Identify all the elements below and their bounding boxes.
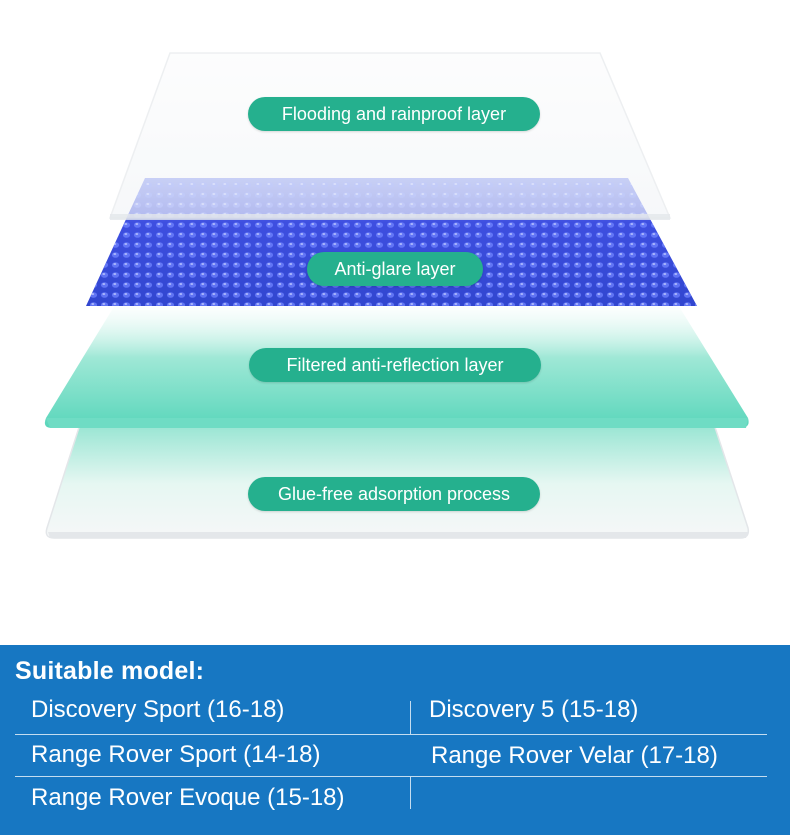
- model-item: Discovery 5 (15-18): [429, 696, 639, 723]
- model-column-divider: [410, 701, 411, 734]
- model-item: Range Rover Evoque (15-18): [31, 784, 345, 811]
- model-column-divider: [410, 777, 411, 809]
- model-item: Discovery Sport (16-18): [31, 696, 285, 723]
- model-item: Range Rover Velar (17-18): [431, 742, 718, 769]
- rainproof-layer-label: Flooding and rainproof layer: [248, 97, 540, 131]
- rainproof-layer-shape: [108, 52, 672, 220]
- glue-free-layer-label: Glue-free adsorption process: [248, 477, 540, 511]
- anti-reflection-layer-label: Filtered anti-reflection layer: [249, 348, 541, 382]
- model-item: Range Rover Sport (14-18): [31, 741, 321, 768]
- model-row-divider: [15, 734, 767, 735]
- suitable-model-title: Suitable model:: [15, 657, 205, 685]
- suitable-model-panel: Suitable model: Discovery Sport (16-18) …: [0, 645, 790, 835]
- model-row-divider: [15, 776, 767, 777]
- anti-glare-layer-label: Anti-glare layer: [307, 252, 483, 286]
